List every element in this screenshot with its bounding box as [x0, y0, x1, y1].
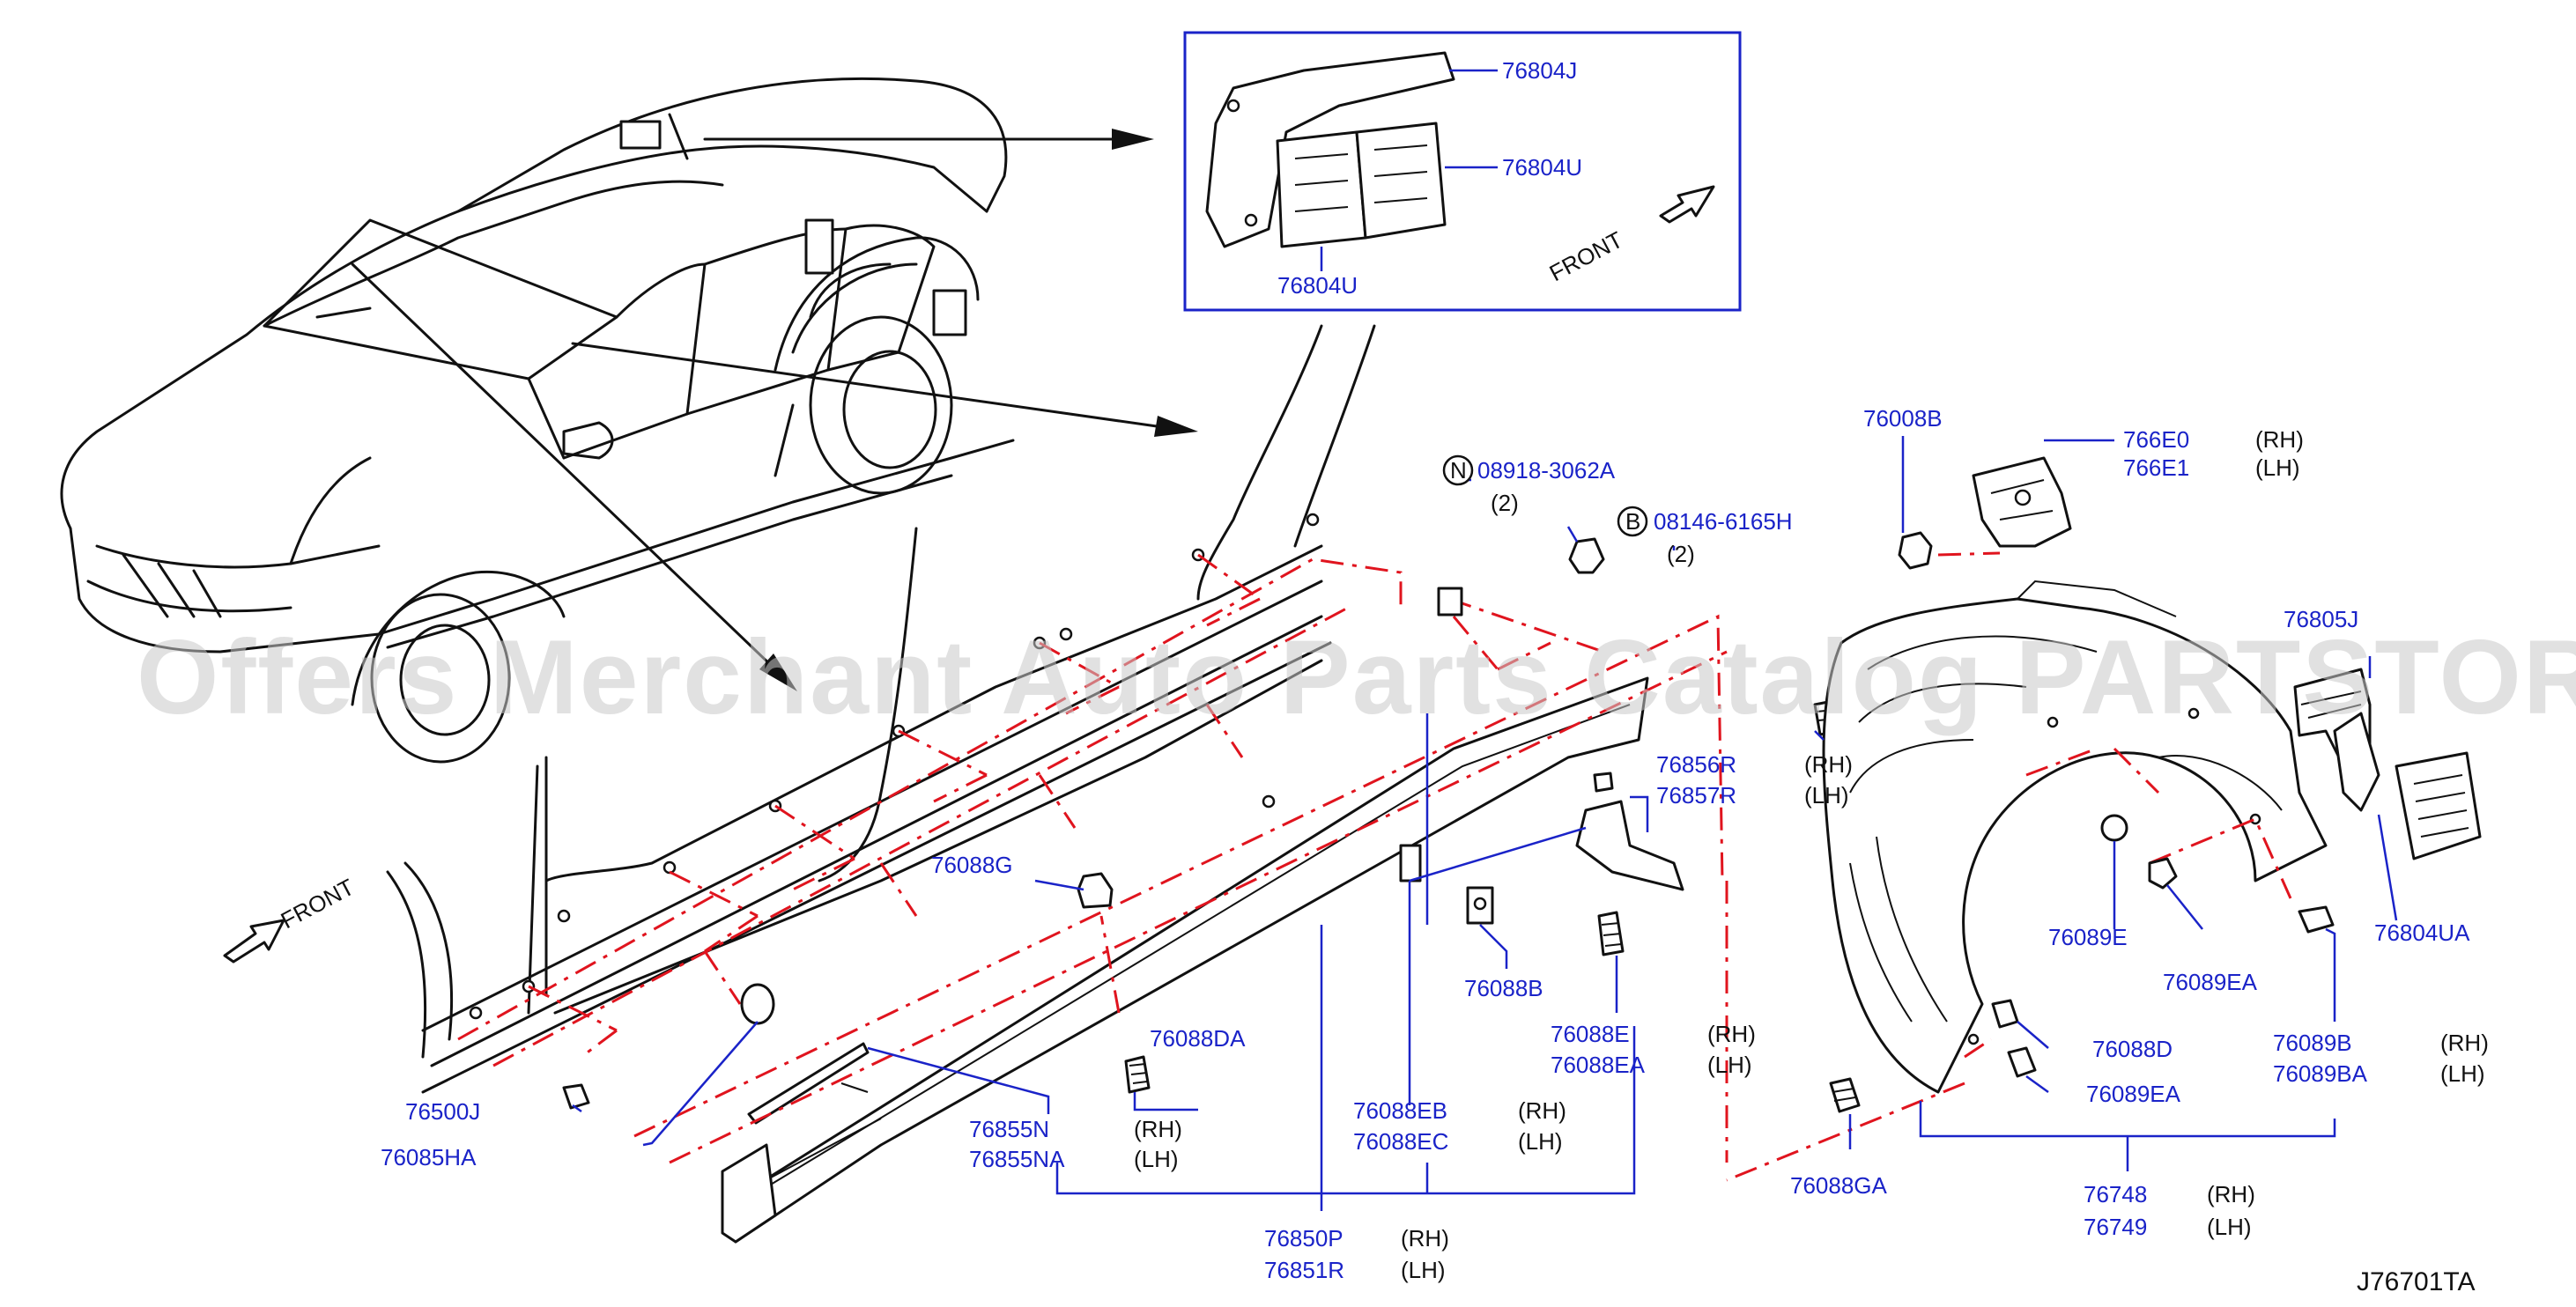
- marker-n: N: [1450, 457, 1467, 484]
- label-76855NA: 76855NA: [969, 1146, 1065, 1172]
- label-76749: 76749: [2084, 1214, 2147, 1240]
- inset-box: FRONT 76804J 76804U 76804U: [1183, 31, 1742, 312]
- circle-markers: N B: [1442, 454, 1648, 537]
- label-766E0-side: (RH): [2255, 426, 2304, 453]
- label-76088EC: 76088EC: [1353, 1128, 1448, 1155]
- label-76855-lh: (LH): [1134, 1146, 1179, 1172]
- label-76089BA: 76089BA: [2273, 1060, 2368, 1087]
- label-08146-6165H: 08146-6165H: [1654, 508, 1793, 535]
- label-76088E-lh: (LH): [1707, 1052, 1752, 1078]
- label-766E1: 766E1: [2123, 454, 2189, 481]
- label-76089B: 76089B: [2273, 1030, 2352, 1056]
- label-76088E: 76088E: [1551, 1021, 1630, 1047]
- label-08146-qty: (2): [1667, 541, 1695, 567]
- label-76085HA: 76085HA: [381, 1144, 477, 1170]
- label-76089EA-upper: 76089EA: [2163, 969, 2258, 995]
- label-76856-rh: (RH): [1804, 751, 1853, 778]
- label-76748-lh: (LH): [2207, 1214, 2252, 1240]
- label-76850-lh: (LH): [1401, 1257, 1446, 1283]
- sill-fastener-lines: [457, 553, 1728, 1164]
- label-76804UA: 76804UA: [2374, 919, 2470, 946]
- callout-arrows: [351, 129, 1198, 691]
- liner-side-parts: [1829, 456, 2482, 1113]
- label-76088B: 76088B: [1464, 975, 1543, 1001]
- label-76804U-bottom: 76804U: [1277, 272, 1358, 299]
- label-766E0: 766E0: [2123, 426, 2189, 453]
- label-76850P: 76850P: [1264, 1225, 1344, 1252]
- label-76088G: 76088G: [931, 852, 1013, 878]
- marker-b: B: [1625, 508, 1640, 535]
- label-76748: 76748: [2084, 1181, 2147, 1207]
- label-76088D: 76088D: [2092, 1036, 2173, 1062]
- label-08918-3062A: 08918-3062A: [1477, 457, 1616, 484]
- sill-cover: [721, 676, 1684, 1244]
- label-76008B: 76008B: [1863, 405, 1943, 432]
- label-76850-rh: (RH): [1401, 1225, 1449, 1252]
- wheelhouse-liner: [1822, 580, 2328, 1094]
- label-08918-qty: (2): [1491, 490, 1519, 516]
- label-76089B-rh: (RH): [2440, 1030, 2489, 1056]
- label-76088GA: 76088GA: [1790, 1172, 1888, 1199]
- reference-code: J76701TA: [2357, 1267, 2476, 1296]
- car-illustration: [60, 77, 1015, 764]
- label-766E1-side: (LH): [2255, 454, 2300, 481]
- label-76088E-rh: (RH): [1707, 1021, 1756, 1047]
- label-76856-lh: (LH): [1804, 782, 1849, 809]
- label-76088EB: 76088EB: [1353, 1097, 1447, 1124]
- label-76088EB-lh: (LH): [1518, 1128, 1563, 1155]
- label-76089EA-lower: 76089EA: [2086, 1081, 2181, 1107]
- liner-fastener-lines: [1725, 551, 2292, 1182]
- label-76856R: 76856R: [1656, 751, 1736, 778]
- label-76851R: 76851R: [1264, 1257, 1344, 1283]
- label-76500J: 76500J: [405, 1098, 480, 1125]
- label-76088EA: 76088EA: [1551, 1052, 1646, 1078]
- label-76804U-right: 76804U: [1502, 154, 1582, 181]
- label-76088EB-rh: (RH): [1518, 1097, 1566, 1124]
- label-76855N: 76855N: [969, 1116, 1049, 1142]
- label-76855-rh: (RH): [1134, 1116, 1182, 1142]
- sill-clips: [562, 537, 1841, 1110]
- watermark: Offers Merchant Auto Parts Catalog PARTS…: [137, 618, 2576, 736]
- label-76089B-lh: (LH): [2440, 1060, 2485, 1087]
- label-76748-rh: (RH): [2207, 1181, 2255, 1207]
- label-76857R: 76857R: [1656, 782, 1736, 809]
- label-76805J: 76805J: [2284, 606, 2358, 632]
- label-76089E: 76089E: [2048, 924, 2128, 950]
- main-front-label: FRONT: [277, 874, 359, 934]
- label-76088DA: 76088DA: [1150, 1025, 1246, 1052]
- part-labels: 08918-3062A (2) 08146-6165H (2) 76008B 7…: [381, 405, 2489, 1283]
- label-76804J: 76804J: [1502, 57, 1577, 84]
